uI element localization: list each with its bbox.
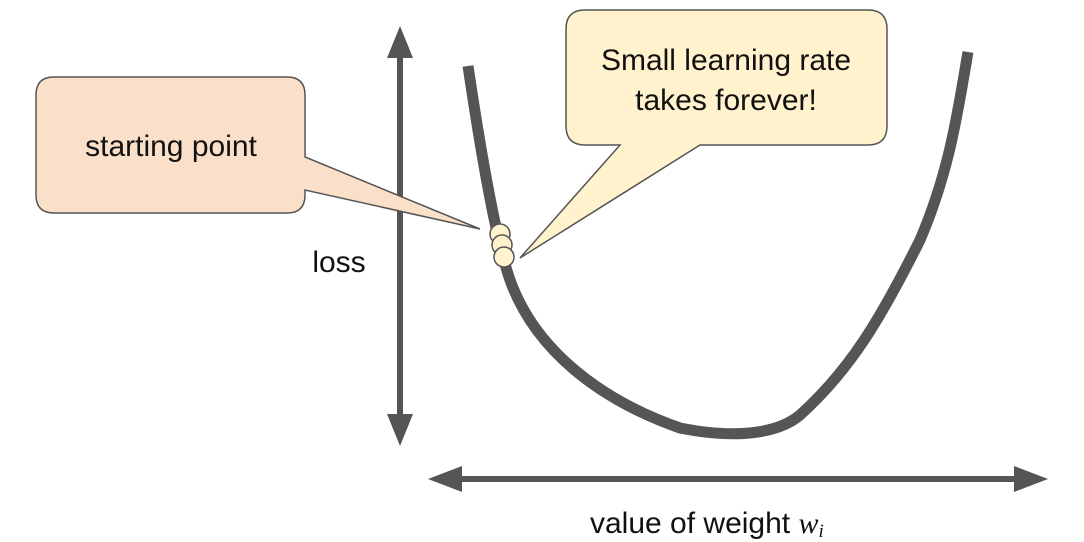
small-learning-rate-line1: Small learning rate	[601, 44, 851, 77]
starting-point-callout: starting point	[35, 76, 481, 230]
loss-axis-label: loss	[312, 246, 365, 279]
loss-axis-arrow-down	[387, 414, 413, 446]
loss-axis-arrow-up	[387, 26, 413, 58]
weight-axis-symbol-subscript: i	[818, 521, 823, 542]
small-learning-rate-callout-shape	[519, 9, 888, 259]
weight-axis-arrow-left	[428, 466, 462, 492]
weight-axis-label-text: value of weight	[590, 507, 798, 540]
starting-point-callout-shape	[35, 76, 481, 230]
weight-axis-symbol: w	[798, 507, 818, 540]
weight-axis	[428, 466, 1048, 492]
starting-point-label: starting point	[85, 130, 257, 163]
iteration-point-3	[493, 246, 515, 268]
iteration-points	[489, 223, 515, 268]
small-learning-rate-callout: Small learning rate takes forever!	[519, 9, 888, 259]
weight-axis-label: value of weight wi	[590, 507, 824, 542]
weight-axis-arrow-right	[1014, 466, 1048, 492]
loss-axis	[387, 26, 413, 446]
small-learning-rate-line2: takes forever!	[635, 84, 817, 117]
